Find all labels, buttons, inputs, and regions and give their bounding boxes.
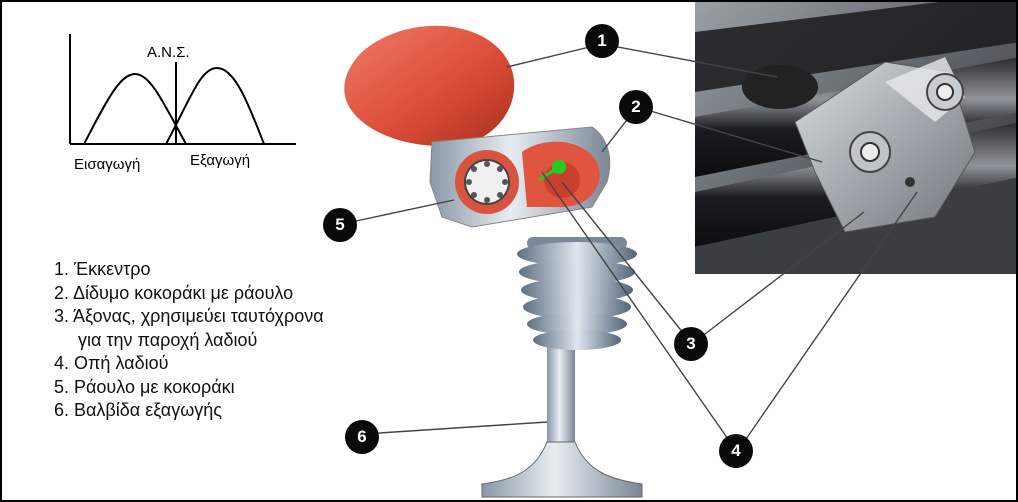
legend-item: 3. Άξονας, χρησιμεύει ταυτόχρονα (54, 305, 324, 329)
callout-6: 6 (345, 420, 379, 454)
valve-head (482, 442, 642, 497)
legend-item: 2. Δίδυμο κοκοράκι με ράουλο (54, 282, 324, 306)
callout-2: 2 (619, 90, 653, 124)
legend-item: 6. Βαλβίδα εξαγωγής (54, 399, 324, 423)
legend-item: 4. Οπή λαδιού (54, 352, 324, 376)
callout-3: 3 (674, 327, 708, 361)
legend-item: για την παροχή λαδιού (54, 329, 324, 353)
intake-label: Εισαγωγή (74, 156, 140, 173)
tdc-label: Α.Ν.Σ. (147, 44, 190, 61)
exhaust-label: Εξαγωγή (190, 152, 250, 169)
callout-5: 5 (323, 208, 357, 242)
valve-timing-diagram: Α.Ν.Σ. Εισαγωγή Εξαγωγή (52, 30, 312, 190)
valve-spring (517, 237, 637, 350)
legend-item: 5. Ράουλο με κοκοράκι (54, 376, 324, 400)
legend-item: 1. Έκκεντρο (54, 258, 324, 282)
callout-4: 4 (719, 434, 753, 468)
parts-legend: 1. Έκκεντρο 2. Δίδυμο κοκοράκι με ράουλο… (54, 258, 324, 423)
cam-lobe (344, 26, 514, 146)
callout-1: 1 (585, 24, 619, 58)
